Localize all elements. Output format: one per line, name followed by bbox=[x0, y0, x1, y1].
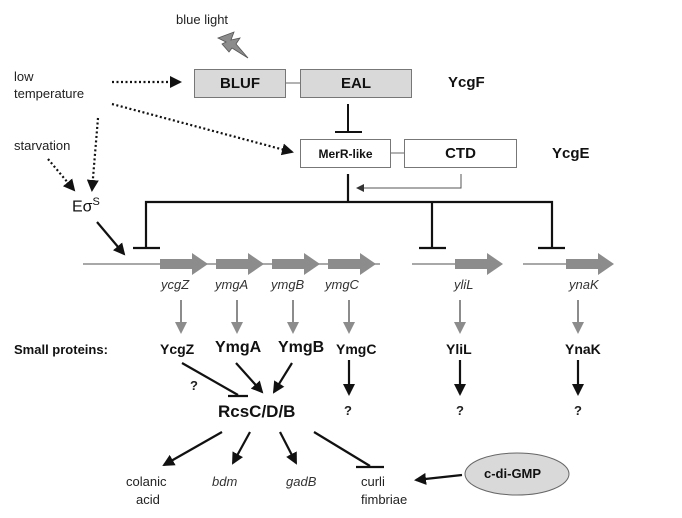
starvation-label: starvation bbox=[14, 138, 71, 153]
arrow-rcs-gadB bbox=[279, 431, 297, 465]
target-gadB: gadB bbox=[286, 474, 317, 489]
blue-light-label: blue light bbox=[176, 12, 229, 27]
unknown-marker-yliL: ? bbox=[456, 403, 464, 418]
gene-label-ycgZ: ycgZ bbox=[161, 277, 190, 292]
arrow-ymgB-rcs bbox=[272, 362, 293, 394]
protein-YmgB: YmgB bbox=[278, 339, 325, 356]
ctd-feedback-arrow bbox=[356, 174, 462, 192]
sigma-s-label: EσS bbox=[72, 196, 100, 216]
dotted-arrow-starvation-sigma bbox=[47, 158, 76, 192]
dotted-arrow-lowtemp-merr bbox=[111, 102, 294, 156]
protein-YmgC: YmgC bbox=[336, 341, 377, 357]
small-proteins-label: Small proteins: bbox=[14, 342, 108, 357]
protein-YcgZ: YcgZ bbox=[160, 341, 195, 357]
low-temperature-label-line2: temperature bbox=[14, 86, 85, 101]
gene-arrow-ycgZ bbox=[160, 253, 208, 275]
target-curli-line2: fimbriae bbox=[361, 492, 408, 507]
bluf-domain: BLUF bbox=[194, 69, 286, 98]
gene-label-yliL: yliL bbox=[454, 277, 474, 292]
inhibition-rcs-curli bbox=[313, 431, 371, 467]
lightning-bolt-icon bbox=[217, 31, 249, 59]
gene-label-ymgC: ymgC bbox=[325, 277, 359, 292]
protein-YliL: YliL bbox=[446, 341, 472, 357]
dotted-arrow-lowtemp-sigma bbox=[86, 117, 100, 192]
arrow-cdigmp-curli bbox=[414, 472, 463, 485]
low-temperature-label-line1: low bbox=[14, 69, 34, 84]
rcs-system-label: RcsC/D/B bbox=[218, 402, 296, 421]
arrow-rcs-colanic bbox=[162, 431, 223, 466]
arrow-rcs-bdm bbox=[232, 431, 251, 465]
gene-label-ymgB: ymgB bbox=[271, 277, 305, 292]
eal-domain: EAL bbox=[300, 69, 412, 98]
ycgf-label: YcgF bbox=[448, 74, 485, 91]
c-di-gmp-label: c-di-GMP bbox=[484, 466, 542, 481]
gene-label-ynaK: ynaK bbox=[569, 277, 599, 292]
gene-arrow-ymgA bbox=[216, 253, 264, 275]
ctd-domain: CTD bbox=[404, 139, 517, 168]
gene-arrow-ynaK bbox=[566, 253, 614, 275]
unknown-marker-ymgC: ? bbox=[344, 403, 352, 418]
gene-arrow-yliL bbox=[455, 253, 503, 275]
merr-like-domain: MerR-like bbox=[300, 139, 391, 168]
sigma-sup: S bbox=[92, 196, 100, 208]
target-colanic-line2: acid bbox=[136, 492, 160, 507]
target-colanic-line1: colanic bbox=[126, 474, 167, 489]
arrow-ymgA-rcs bbox=[235, 362, 264, 394]
gene-arrow-ymgB bbox=[272, 253, 320, 275]
gene-label-ymgA: ymgA bbox=[215, 277, 249, 292]
protein-YmgA: YmgA bbox=[215, 339, 262, 356]
gene-arrow-ymgC bbox=[328, 253, 376, 275]
c-di-gmp-ellipse bbox=[464, 452, 570, 496]
ycge-label: YcgE bbox=[552, 145, 590, 162]
unknown-marker-ynaK: ? bbox=[574, 403, 582, 418]
inhibition-ycgZ-rcs bbox=[181, 362, 239, 396]
target-curli-line1: curli bbox=[361, 474, 385, 489]
arrow-sigma-to-promoter bbox=[96, 221, 126, 256]
protein-YnaK: YnaK bbox=[565, 341, 601, 357]
sigma-base: Eσ bbox=[72, 198, 93, 216]
repression-bar bbox=[144, 200, 554, 248]
unknown-marker-ycgZ: ? bbox=[190, 378, 198, 393]
target-bdm: bdm bbox=[212, 474, 238, 489]
